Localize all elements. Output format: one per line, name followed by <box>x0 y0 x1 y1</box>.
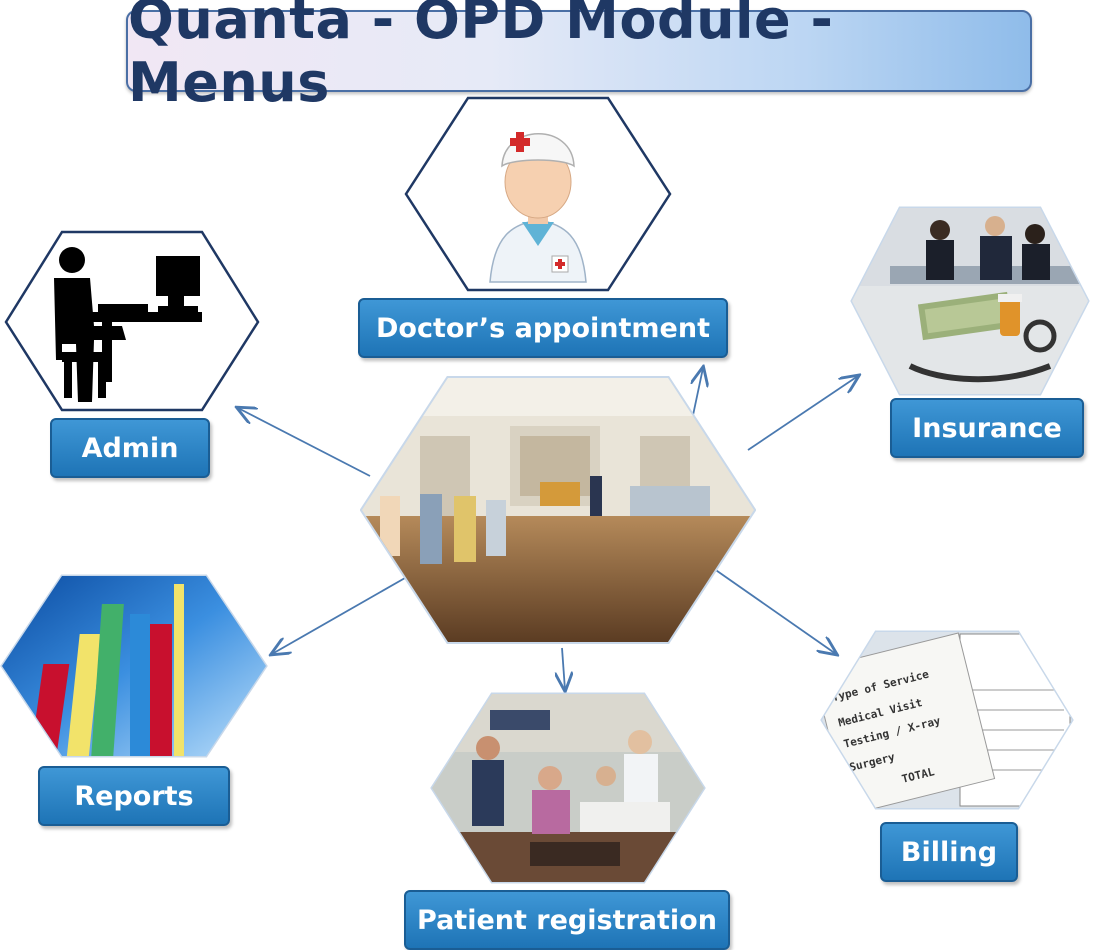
admin-label: Admin <box>81 432 179 464</box>
arrow-to-admin <box>238 408 371 477</box>
bill-document-icon: Type of Service Medical Visit Testing / … <box>822 632 1072 808</box>
patient-registration-button[interactable]: Patient registration <box>404 890 730 950</box>
page-title: Quanta - OPD Module - Menus <box>126 0 1032 114</box>
computer-user-icon <box>54 247 202 402</box>
reports-hexagon[interactable] <box>0 574 268 758</box>
patient-registration-label: Patient registration <box>417 904 717 936</box>
arrow-to-registration <box>562 647 565 690</box>
bar-chart-icon <box>2 576 266 756</box>
billing-label: Billing <box>900 836 998 868</box>
arrow-to-billing <box>709 565 836 654</box>
title-text: Quanta - OPD Module - Menus <box>128 0 834 114</box>
reports-label: Reports <box>74 780 194 812</box>
reports-button[interactable]: Reports <box>38 766 230 826</box>
insurance-button[interactable]: Insurance <box>890 398 1084 458</box>
doctor-hexagon[interactable] <box>402 96 674 294</box>
insurance-label: Insurance <box>912 412 1062 444</box>
billing-button[interactable]: Billing <box>880 822 1018 882</box>
billing-hexagon[interactable]: Type of Service Medical Visit Testing / … <box>820 630 1074 810</box>
admin-button[interactable]: Admin <box>50 418 210 478</box>
arrow-to-insurance <box>747 376 858 451</box>
hospital-lobby-photo <box>362 378 754 642</box>
registration-photo <box>432 694 704 882</box>
center-hexagon <box>360 376 756 644</box>
admin-hexagon[interactable] <box>2 230 262 414</box>
nurse-doctor-icon <box>489 132 587 283</box>
arrow-to-reports <box>272 577 406 654</box>
doctor-appointment-button[interactable]: Doctor’s appointment <box>358 298 728 358</box>
insurance-hexagon[interactable] <box>850 206 1090 396</box>
arrow-to-doctor <box>692 368 703 421</box>
insurance-photo <box>852 208 1088 394</box>
registration-hexagon[interactable] <box>430 692 706 884</box>
doctor-appointment-label: Doctor’s appointment <box>376 312 710 344</box>
